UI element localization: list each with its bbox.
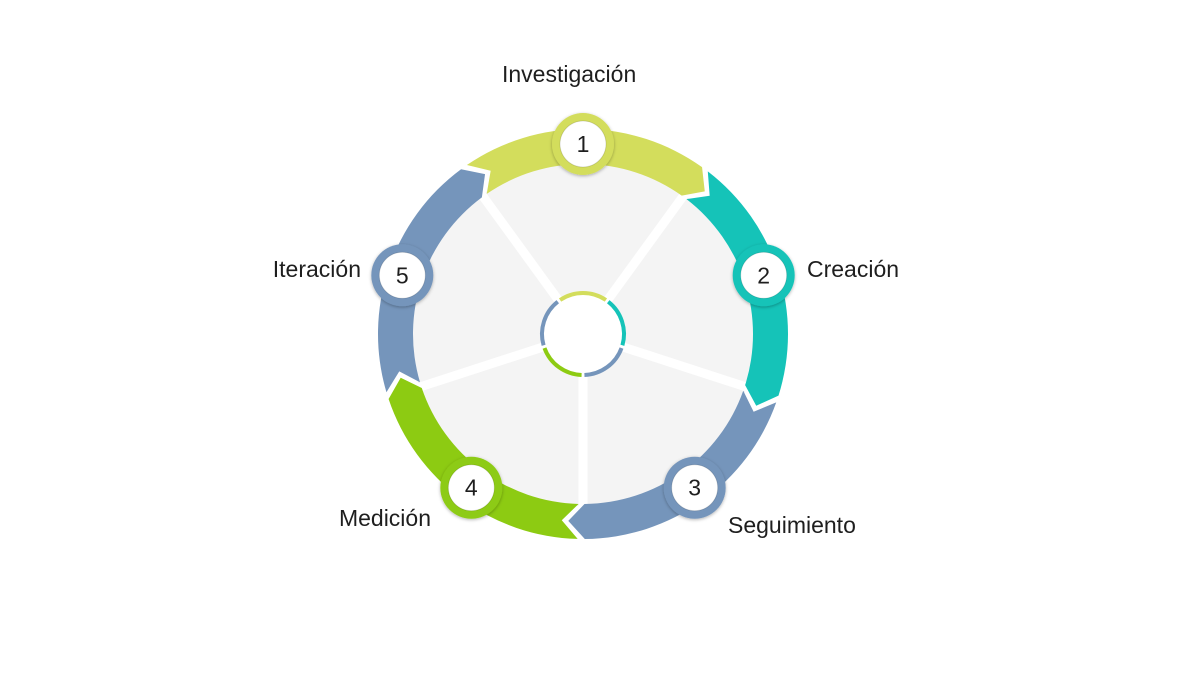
- badge-center: [671, 464, 719, 512]
- center-circle: [542, 293, 624, 375]
- step-label-1: Investigación: [502, 61, 637, 87]
- badge-center: [559, 120, 607, 168]
- step-badge-3: [663, 456, 726, 519]
- center-arc-1: [558, 291, 608, 302]
- step-label-4: Medición: [338, 505, 431, 531]
- badge-center: [447, 464, 495, 512]
- step-label-5: Iteración: [272, 256, 361, 282]
- step-number-2: 2: [757, 262, 770, 288]
- center-arc-5: [540, 300, 560, 346]
- arrow-segment-3: [568, 390, 777, 539]
- center-arc-4: [542, 347, 582, 377]
- arrow-segment-5: [378, 169, 486, 393]
- step-badge-1: [552, 113, 614, 175]
- badge-center: [740, 251, 788, 299]
- badge-center: [378, 251, 426, 299]
- step-number-3: 3: [688, 475, 701, 501]
- center-arc-2: [606, 300, 626, 346]
- step-number-1: 1: [577, 131, 590, 157]
- center-arc-3: [584, 347, 624, 377]
- step-badge-5: [371, 244, 434, 307]
- step-label-3: Seguimiento: [728, 512, 856, 538]
- step-badge-2: [732, 244, 795, 307]
- arrow-segment-2: [686, 171, 788, 406]
- step-number-5: 5: [396, 262, 409, 288]
- step-badge-4: [440, 456, 503, 519]
- arrow-segment-4: [388, 377, 579, 539]
- step-label-2: Creación: [807, 256, 900, 282]
- step-number-4: 4: [465, 475, 478, 501]
